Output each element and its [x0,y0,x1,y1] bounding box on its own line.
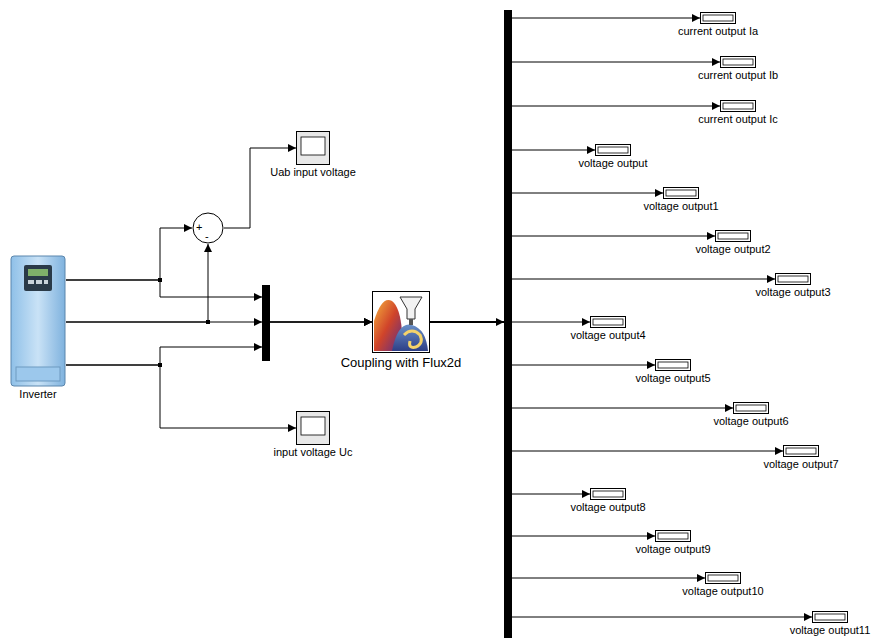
block-label: voltage output2 [695,243,770,256]
coupling-block: Coupling with Flux2d [372,291,430,353]
signal-line [430,62,720,322]
block-label: voltage output4 [570,329,645,342]
display-block: voltage output11 [812,611,848,623]
block-label: input voltage Uc [274,446,353,459]
display-block: voltage output9 [655,530,691,542]
signal-line [430,193,663,322]
display-block: voltage output4 [590,316,626,328]
block-label: Uab input voltage [270,166,356,179]
block-label: Inverter [19,388,56,401]
display-icon [733,402,769,414]
scope-block: input voltage Uc [296,411,330,445]
junction-dot [158,363,162,367]
signal-line [430,279,775,322]
block-label: voltage output6 [713,415,788,428]
display-block: voltage output3 [775,273,811,285]
block-label: current output Ib [698,69,778,82]
signal-line [430,322,655,536]
display-icon [655,530,691,542]
display-block: voltage output1 [663,187,699,199]
display-icon [705,572,741,584]
signal-line [66,365,296,428]
signal-line [66,280,372,322]
signal-line [430,322,812,617]
block-label: voltage output9 [635,543,710,556]
signal-line [430,18,700,322]
sign-label: - [205,231,209,242]
display-icon [715,230,751,242]
display-icon [775,273,811,285]
block-label: voltage output10 [682,585,763,598]
signal-line [224,148,296,228]
signal-line [430,322,783,451]
block-label: voltage output5 [635,372,710,385]
display-block: current output Ia [700,12,736,24]
block-label: voltage output11 [790,624,871,637]
display-icon [655,359,691,371]
block-label: Coupling with Flux2d [341,355,462,370]
display-block: voltage output8 [590,488,626,500]
block-label: voltage output [578,157,647,170]
signal-line [66,322,372,365]
display-icon [590,488,626,500]
display-block: voltage output10 [705,572,741,584]
signal-line [66,228,192,280]
inverter-icon [10,255,66,387]
mux-bar [262,285,270,361]
display-block: voltage output [595,144,631,156]
demux-input-arrow [496,318,504,326]
block-label: voltage output8 [570,501,645,514]
display-icon [700,12,736,24]
signal-line [66,244,208,322]
display-icon [720,100,756,112]
junction-dot [206,320,210,324]
display-block: voltage output6 [733,402,769,414]
signal-line [430,106,720,322]
display-icon [720,56,756,68]
mux-input-arrows [254,293,262,351]
junction-dot [158,278,162,282]
display-icon [663,187,699,199]
display-icon [812,611,848,623]
display-icon [590,316,626,328]
display-block: current output Ic [720,100,756,112]
scope-icon [296,411,330,445]
block-label: voltage output1 [643,200,718,213]
inverter-block: Inverter [10,255,66,387]
block-label: voltage output3 [755,286,830,299]
block-label: current output Ia [678,25,758,38]
sum-block: +- [192,212,224,244]
signal-line [430,322,705,578]
display-icon [595,144,631,156]
flux2d-coupling-icon [372,291,430,353]
demux-bar [504,10,512,638]
display-block: voltage output5 [655,359,691,371]
display-icon [783,445,819,457]
scope-icon [296,131,330,165]
display-block: current output Ib [720,56,756,68]
sign-label: + [196,222,202,233]
block-label: voltage output7 [763,458,838,471]
display-block: voltage output2 [715,230,751,242]
display-block: voltage output7 [783,445,819,457]
scope-block: Uab input voltage [296,131,330,165]
signal-line [430,322,655,365]
signal-line [430,322,733,408]
block-label: current output Ic [698,113,778,126]
